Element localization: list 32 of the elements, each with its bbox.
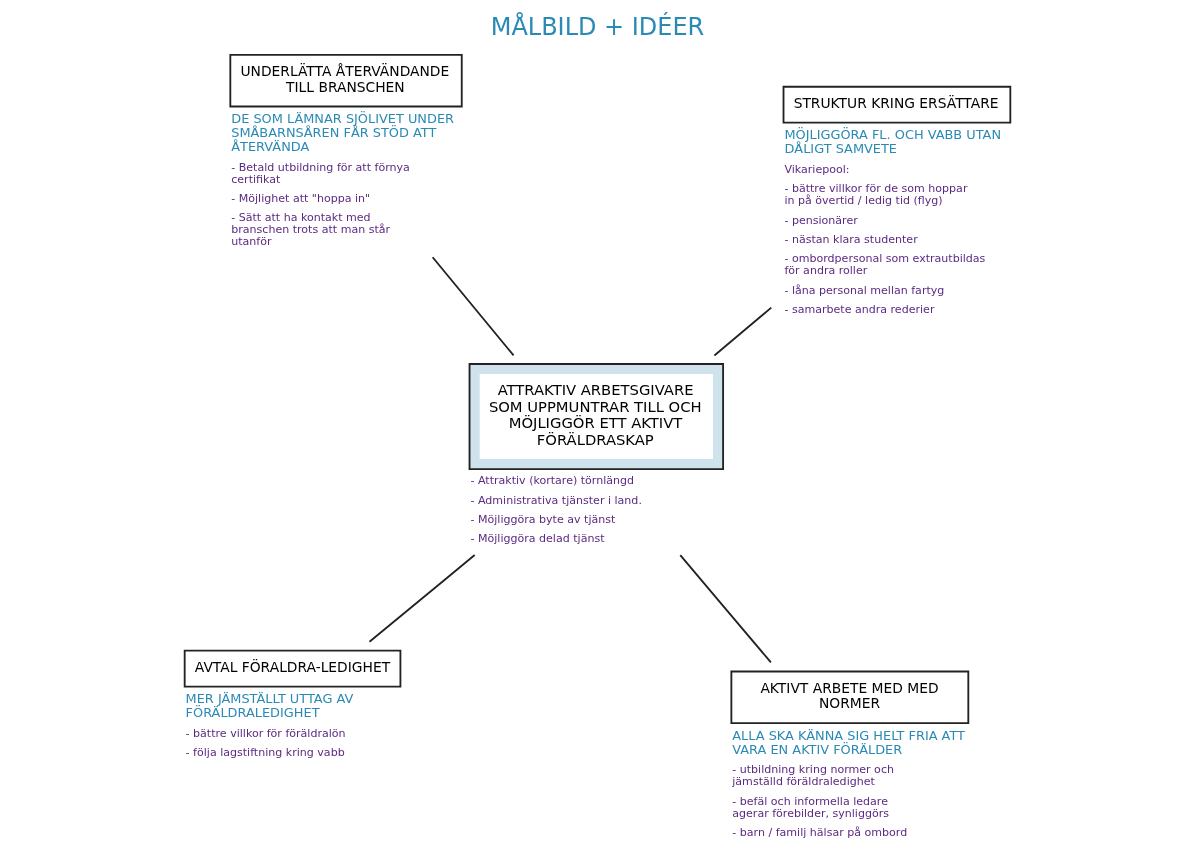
connector <box>431 256 514 357</box>
node-label: - bättre villkor för föräldralön <box>185 726 346 740</box>
node-label: - ombordpersonal som extrautbildas för andra roller <box>783 252 985 278</box>
node-label: - utbildning kring normer och jämställd föräldraledighet <box>731 763 894 789</box>
node-label: DE SOM LÄMNAR SJÖLIVET UNDER SMÅBARNSÅREN FÅR STÖD ATT ÅTERVÄNDA <box>230 111 454 154</box>
node-label: - Möjlighet att "hoppa in" <box>230 192 370 205</box>
node-label: - bättre villkor för de som hoppar in på övertid / ledig tid (flyg) <box>783 182 967 208</box>
node-label: MER JÄMSTÄLLT UTTAG AV FÖRÄLDRALEDIGHET <box>185 691 353 721</box>
node-label: - befäl och informella ledare agerar förebilder, synliggörs <box>731 794 889 820</box>
node-label: ALLA SKA KÄNNA SIG HELT FRIA ATT VARA EN AKTIV FÖRÄLDER <box>731 727 965 757</box>
node-label: - barn / familj hälsar på ombord <box>731 826 907 840</box>
node-label: - nästan klara studenter <box>783 233 918 247</box>
node-label: - Administrativa tjänster i land. <box>469 493 642 507</box>
connector <box>713 306 772 357</box>
node-box: STRUKTUR KRING ERSÄTTARE <box>782 85 1011 124</box>
node-box: UNDERLÄTTA ÅTERVÄNDANDE TILL BRANSCHEN <box>228 53 463 108</box>
node-label: - samarbete andra rederier <box>783 303 934 317</box>
node-label: Vikariepool: <box>783 163 850 177</box>
connector <box>368 554 476 643</box>
node-label: - Betald utbildning för att förnya certifikat <box>230 160 410 186</box>
connector <box>678 554 772 664</box>
node-label: - Möjliggöra delad tjänst <box>469 532 604 546</box>
node-label: - följa lagstiftning kring vabb <box>185 746 345 760</box>
node-label: - låna personal mellan fartyg <box>783 283 944 297</box>
node-label: - Möjliggöra byte av tjänst <box>469 513 615 527</box>
node-box: AKTIVT ARBETE MED MED NORMER <box>729 670 969 724</box>
node-label: - pensionärer <box>783 213 858 227</box>
node-label: - Sätt att ha kontakt med branschen trots att man står utanför <box>230 211 390 249</box>
node-label: - Attraktiv (kortare) törnlängd <box>469 474 634 488</box>
node-label: MÖJLIGGÖRA FL. OCH VABB UTAN DÅLIGT SAMVETE <box>783 127 1001 157</box>
node-box: AVTAL FÖRALDRA-LEDIGHET <box>183 649 401 688</box>
diagram-title: MÅLBILD + IDÉER <box>490 12 704 41</box>
